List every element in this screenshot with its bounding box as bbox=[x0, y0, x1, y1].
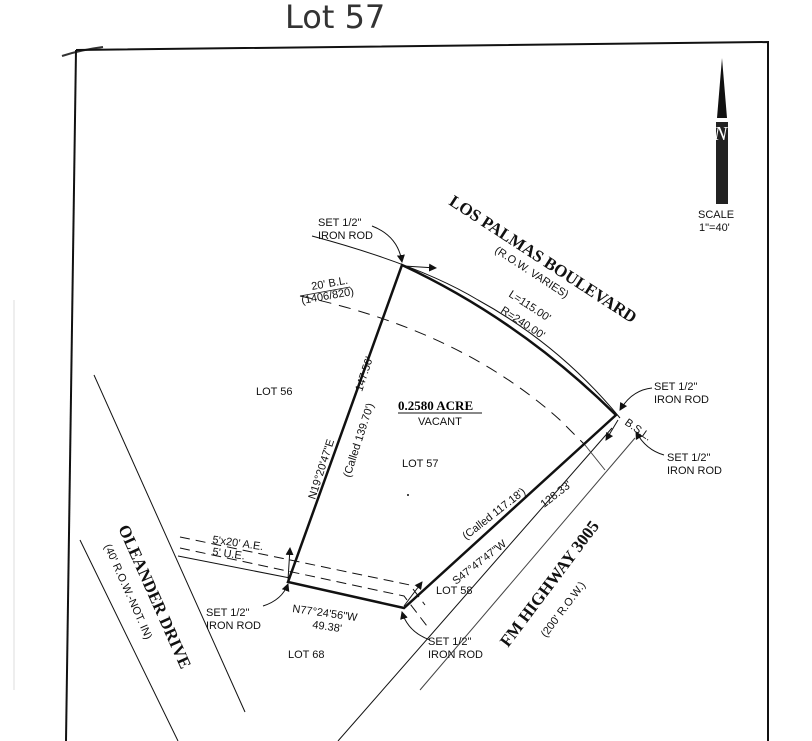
iron-rod-sw-line2: IRON ROD bbox=[206, 620, 261, 632]
los-palmas-name: LOS PALMAS BOULEVARD bbox=[446, 191, 640, 326]
center-dot bbox=[407, 494, 409, 496]
leader-sw-up bbox=[285, 547, 294, 581]
southeast-bearing: S47°47'47"W bbox=[450, 538, 509, 588]
los-palmas-row-line bbox=[311, 235, 621, 419]
leader-east-down bbox=[605, 419, 619, 441]
leader-south bbox=[400, 611, 431, 641]
north-letter: N bbox=[713, 123, 729, 145]
building-line bbox=[299, 295, 586, 446]
south-distance: 49.38' bbox=[312, 619, 343, 635]
lot-status: VACANT bbox=[418, 416, 462, 428]
iron-rod-top-line1: SET 1/2" bbox=[318, 217, 362, 229]
iron-rod-east2-line1: SET 1/2" bbox=[667, 452, 711, 464]
easement-ue-label: 5' U.E. bbox=[212, 546, 246, 562]
highway-tick bbox=[584, 444, 606, 471]
building-line-underline bbox=[299, 286, 351, 297]
handwritten-title: Lot 57 bbox=[285, 0, 385, 36]
leader-top-east bbox=[403, 263, 437, 272]
leader-east-1 bbox=[619, 387, 653, 411]
map-border bbox=[75, 40, 769, 741]
iron-rod-south-line2: IRON ROD bbox=[428, 649, 483, 661]
lot-57-boundary bbox=[286, 263, 618, 610]
leader-sw bbox=[262, 583, 290, 607]
oleander-row-line-west bbox=[79, 539, 179, 741]
iron-rod-east1-line1: SET 1/2" bbox=[654, 381, 698, 393]
pen-mark bbox=[61, 46, 104, 57]
scale-label: SCALE bbox=[698, 209, 734, 221]
leader-top bbox=[371, 225, 405, 263]
iron-rod-south-line1: SET 1/2" bbox=[428, 636, 472, 648]
easement-ue-line bbox=[179, 547, 431, 631]
lot-area: 0.2580 ACRE bbox=[398, 398, 473, 413]
fm-highway-offset-line bbox=[419, 437, 636, 691]
lot-68-label: LOT 68 bbox=[288, 649, 325, 661]
west-called: (Called 139.70') bbox=[341, 402, 376, 479]
bsl-label: B.S.L. bbox=[622, 417, 653, 444]
southeast-called: (Called 117.18') bbox=[460, 486, 528, 543]
north-arrow-icon: N bbox=[713, 58, 729, 204]
iron-rod-east1-line2: IRON ROD bbox=[654, 394, 709, 406]
lot-57-label: LOT 57 bbox=[402, 458, 439, 470]
scale-value: 1"=40' bbox=[699, 222, 730, 234]
southeast-distance: 128.33' bbox=[538, 479, 574, 510]
fm-highway-row-line bbox=[337, 427, 613, 741]
lot-line-56-68 bbox=[177, 555, 291, 579]
leader-east-2 bbox=[635, 431, 665, 456]
iron-rod-sw-line1: SET 1/2" bbox=[206, 607, 250, 619]
lot-56-label: LOT 56 bbox=[256, 386, 293, 398]
iron-rod-east2-line2: IRON ROD bbox=[667, 465, 722, 477]
leader-south-up bbox=[403, 581, 423, 607]
iron-rod-top-line2: IRON ROD bbox=[318, 230, 373, 242]
map-border-left bbox=[65, 49, 77, 741]
west-distance: 147.56' bbox=[353, 355, 375, 393]
lot-58-label: LOT 58 bbox=[436, 585, 473, 597]
oleander-row-line-east bbox=[93, 374, 246, 713]
